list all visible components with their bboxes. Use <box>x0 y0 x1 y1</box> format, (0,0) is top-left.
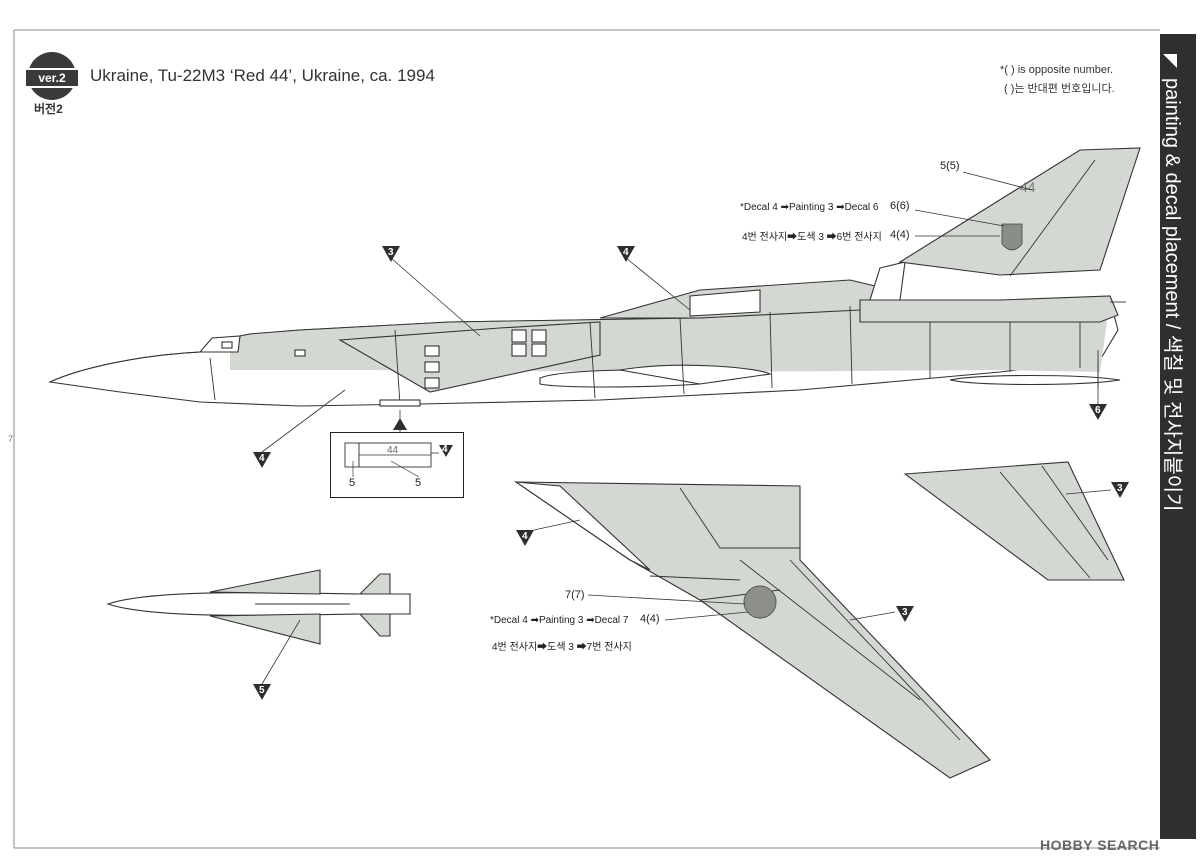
callout-fuselage-3: 3 <box>388 247 394 258</box>
sequence-tail-en: *Decal 4 ➡Painting 3 ➡Decal 6 <box>740 202 879 213</box>
decal-ref-5-5: 5(5) <box>940 160 960 172</box>
callout-wing-3: 3 <box>902 607 908 618</box>
decal-ref-4-4-wing: 4(4) <box>640 613 660 625</box>
sequence-tail-ko: 4번 전사지➡도색 3 ➡6번 전사지 <box>742 232 882 243</box>
horizontal-stabilizer <box>903 461 1125 581</box>
callout-fuselage-4-bottom: 4 <box>259 453 265 464</box>
callout-tail-6: 6 <box>1095 405 1101 416</box>
page-title: Ukraine, Tu-22M3 ‘Red 44’, Ukraine, ca. … <box>90 66 435 85</box>
corner-triangle-icon <box>1163 54 1177 68</box>
sequence-wing-ko: 4번 전사지➡도색 3 ➡7번 전사지 <box>492 642 632 653</box>
callout-inset-4: 4 <box>442 444 448 455</box>
inset-drawing: 44 <box>344 442 453 478</box>
opposite-note-ko: ( )는 반대편 번호입니다. <box>1004 83 1115 95</box>
callout-stab-3: 3 <box>1117 483 1123 494</box>
decal-ref-7-7: 7(7) <box>565 589 585 601</box>
svg-text:44: 44 <box>387 445 399 456</box>
trident-emblem-icon <box>1001 223 1023 251</box>
fuselage-side-view: 44 <box>48 147 1141 407</box>
missile-side-view <box>106 569 411 645</box>
wing-plan-view <box>513 481 991 779</box>
watermark-text: HOBBY SEARCH <box>1040 837 1160 853</box>
svg-text:7: 7 <box>8 434 13 444</box>
opposite-note-en: *( ) is opposite number. <box>1000 64 1114 76</box>
side-tab-label: painting & decal placement / 색칠 및 전사지붙이기 <box>1161 78 1183 512</box>
version-badge-label: ver.2 <box>26 68 78 88</box>
callout-missile-5: 5 <box>259 685 265 696</box>
section-side-tab <box>1160 34 1196 839</box>
aircraft-drawings: .gray { fill:#d4d8d2; stroke:#333; strok… <box>48 147 1141 779</box>
decal-ref-4-4-tail: 4(4) <box>890 229 910 241</box>
version-badge: ver.2 <box>26 52 78 100</box>
callout-wing-4: 4 <box>522 531 528 542</box>
callout-fuselage-4-top: 4 <box>623 247 629 258</box>
roundel-icon <box>743 585 777 619</box>
detail-inset: 44 4 5 5 <box>330 432 464 498</box>
inset-decal-5a: 5 <box>349 477 356 489</box>
decal-ref-6-6: 6(6) <box>890 200 910 212</box>
tail-number-44: 44 <box>1020 179 1036 195</box>
version-korean-label: 버전2 <box>34 102 63 116</box>
side-tab-label-wrap: painting & decal placement / 색칠 및 전사지붙이기 <box>1161 78 1196 818</box>
sequence-wing-en: *Decal 4 ➡Painting 3 ➡Decal 7 <box>490 615 629 626</box>
inset-decal-5b: 5 <box>415 477 422 489</box>
